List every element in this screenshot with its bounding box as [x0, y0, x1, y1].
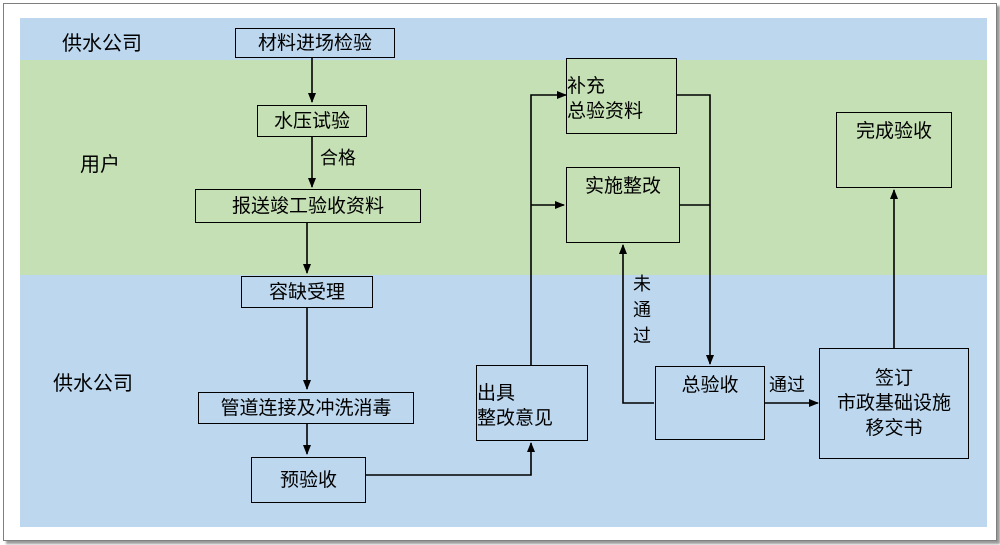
node-pressure-test: 水压试验 — [257, 105, 367, 137]
node-complete: 完成验收 — [836, 112, 952, 188]
node-submit-docs: 报送竣工验收资料 — [195, 189, 421, 223]
arrow-supplement-to-final — [677, 94, 714, 365]
node-accept: 容缺受理 — [241, 276, 373, 308]
edge-label-qualified: 合格 — [320, 148, 356, 169]
arrow-opinion-to-supplement — [530, 91, 567, 365]
lane-label-top: 供水公司 — [62, 31, 142, 55]
lane-band-top — [20, 18, 987, 60]
node-pipe-connect: 管道连接及冲洗消毒 — [198, 392, 414, 424]
arrow-final-to-rectify — [619, 244, 654, 404]
node-supplement-line1: 补充 — [567, 75, 606, 98]
lane-label-bottom: 供水公司 — [53, 371, 133, 395]
node-supplement-line2: 总验资料 — [567, 100, 644, 122]
node-final-inspection: 总验收 — [655, 366, 765, 440]
node-rectify-opinion-line2: 整改意见 — [477, 407, 554, 429]
node-pre-inspection: 预验收 — [251, 457, 366, 503]
node-handover-line1: 签订 — [874, 367, 913, 390]
edge-label-not-passed: 未 通 过 — [633, 274, 651, 347]
node-handover-line2: 市政基础设施 — [836, 392, 951, 415]
node-handover-line3: 移交书 — [865, 416, 923, 439]
node-material-inspection: 材料进场检验 — [235, 28, 395, 58]
node-handover: 签订 市政基础设施 移交书 — [819, 348, 969, 459]
node-supplement: 补充 总验资料 — [566, 58, 677, 134]
arrow-pre-to-opinion — [366, 442, 535, 476]
edge-label-passed: 通过 — [769, 375, 805, 396]
node-implement-rectify: 实施整改 — [566, 167, 680, 243]
node-rectify-opinion-line1: 出具 — [477, 382, 516, 405]
lane-band-middle — [20, 60, 987, 275]
node-rectify-opinion: 出具 整改意见 — [476, 365, 588, 441]
lane-label-middle: 用户 — [80, 152, 120, 176]
